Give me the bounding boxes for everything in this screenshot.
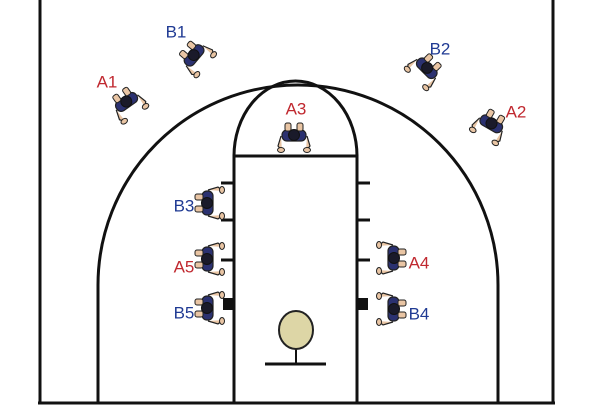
player-figure-icon xyxy=(277,122,311,153)
player-label-b5: B5 xyxy=(174,303,195,322)
player-figure-icon xyxy=(194,242,225,276)
free-throw-lane xyxy=(232,154,359,405)
player-figure-icon xyxy=(468,108,506,147)
player-label-a2: A2 xyxy=(506,102,527,121)
player-a4 xyxy=(376,241,407,275)
player-figure-icon xyxy=(194,291,225,325)
player-label-a5: A5 xyxy=(174,257,195,276)
player-figure-icon xyxy=(403,53,442,92)
player-label-b3: B3 xyxy=(174,196,195,215)
right-lane-block xyxy=(357,298,368,310)
left-lane-block xyxy=(223,298,234,310)
player-b5 xyxy=(194,291,225,325)
free-throw-circle-top xyxy=(232,79,359,157)
player-figure-icon xyxy=(376,241,407,275)
three-point-arc xyxy=(96,83,500,403)
player-label-b1: B1 xyxy=(166,22,187,41)
player-label-b2: B2 xyxy=(430,39,451,58)
lane-hash-marks xyxy=(221,181,370,262)
player-b3 xyxy=(194,186,225,220)
player-a3 xyxy=(277,122,311,153)
player-figure-icon xyxy=(179,40,218,79)
ball-icon xyxy=(278,310,314,350)
player-figure-icon xyxy=(376,292,407,326)
player-b1 xyxy=(179,40,218,79)
player-label-b4: B4 xyxy=(409,304,430,323)
player-a5 xyxy=(194,242,225,276)
player-a1 xyxy=(112,86,150,125)
player-figure-icon xyxy=(194,186,225,220)
player-label-a1: A1 xyxy=(97,72,118,91)
player-b4 xyxy=(376,292,407,326)
player-figure-icon xyxy=(112,86,150,125)
player-label-a3: A3 xyxy=(286,99,307,118)
court-lines xyxy=(38,0,555,405)
player-a2 xyxy=(468,108,506,147)
player-b2 xyxy=(403,53,442,92)
player-label-a4: A4 xyxy=(409,253,430,272)
